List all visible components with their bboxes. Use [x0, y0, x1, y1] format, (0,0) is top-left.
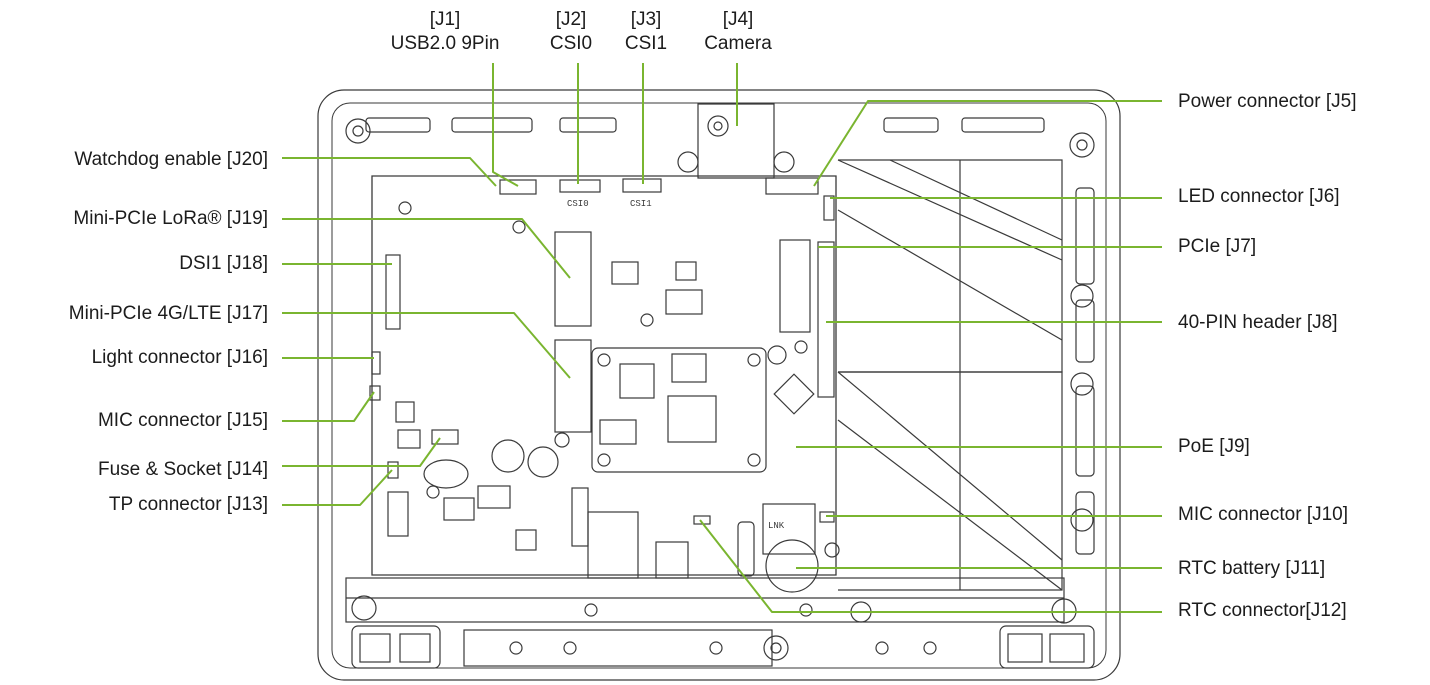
label-j15: MIC connector [J15]: [97, 410, 268, 431]
silk-lnk: LNK: [768, 521, 785, 531]
label-j1-name: USB2.0 9Pin: [390, 33, 500, 54]
label-j1-ref: [J1]: [429, 9, 461, 30]
label-j10: MIC connector [J10]: [1178, 504, 1349, 525]
silk-csi0: CSI0: [567, 199, 589, 209]
silk-csi1: CSI1: [630, 199, 652, 209]
label-j4: [J4] Camera: [658, 8, 818, 56]
connector-j5: [765, 177, 819, 195]
label-j9: PoE [J9]: [1178, 436, 1250, 457]
leader-j20: [282, 157, 497, 187]
connector-j2: [559, 179, 601, 193]
connector-j13: [387, 461, 399, 479]
label-j4-ref: [J4]: [722, 9, 754, 30]
leader-j1: [492, 63, 519, 187]
connector-j7: [779, 239, 811, 333]
leader-j5: [813, 100, 1162, 187]
label-j3-name: CSI1: [624, 33, 668, 54]
label-j20: Watchdog enable [J20]: [74, 149, 268, 170]
ethernet-jack: [762, 503, 816, 555]
lower-bracket: [345, 577, 1065, 623]
label-j12: RTC connector[J12]: [1178, 600, 1347, 621]
label-j4-name: Camera: [704, 33, 772, 54]
label-j3: [J3] CSI1: [566, 8, 726, 56]
label-j2: [J2] CSI0: [491, 8, 651, 56]
camera-lens: [707, 115, 729, 137]
label-j5: Power connector [J5]: [1178, 91, 1357, 112]
som-module: [591, 347, 767, 473]
label-j7: PCIe [J7]: [1178, 236, 1257, 257]
connector-j14: [431, 429, 459, 445]
rtc-battery: [765, 539, 819, 593]
label-j1: [J1] USB2.0 9Pin: [365, 8, 525, 56]
leader-j12: [699, 519, 1162, 613]
label-j16: Light connector [J16]: [91, 347, 268, 368]
label-j2-ref: [J2]: [555, 9, 587, 30]
label-j14: Fuse & Socket [J14]: [97, 459, 268, 480]
label-j13: TP connector [J13]: [108, 494, 268, 515]
connector-j16: [371, 351, 381, 375]
leader-j15: [282, 391, 375, 422]
connector-j6: [823, 195, 835, 221]
enclosure-outer: [317, 89, 1121, 681]
leader-j13: [282, 469, 393, 506]
leader-j17: [282, 312, 571, 379]
label-j2-name: CSI0: [549, 33, 593, 54]
label-j8: 40-PIN header [J8]: [1178, 312, 1338, 333]
connector-j19: [554, 231, 592, 327]
connector-j8: [817, 241, 835, 398]
label-j19: Mini-PCIe LoRa® [J19]: [73, 208, 268, 229]
label-j17: Mini-PCIe 4G/LTE [J17]: [68, 303, 268, 324]
label-j6: LED connector [J6]: [1178, 186, 1340, 207]
label-j18: DSI1 [J18]: [179, 253, 268, 274]
connector-j18: [385, 254, 401, 330]
leader-j14: [282, 437, 441, 467]
enclosure-inner: [331, 102, 1107, 669]
main-pcb: [371, 175, 837, 576]
connector-j15: [369, 385, 381, 401]
leader-j19: [282, 218, 571, 279]
label-j11: RTC battery [J11]: [1178, 558, 1326, 579]
connector-j1: [499, 179, 537, 195]
corner-boss-bl: [351, 595, 377, 621]
corner-boss-tr: [1069, 132, 1095, 158]
connector-j17: [554, 339, 592, 433]
label-j3-ref: [J3]: [630, 9, 662, 30]
corner-boss-tl: [345, 118, 371, 144]
